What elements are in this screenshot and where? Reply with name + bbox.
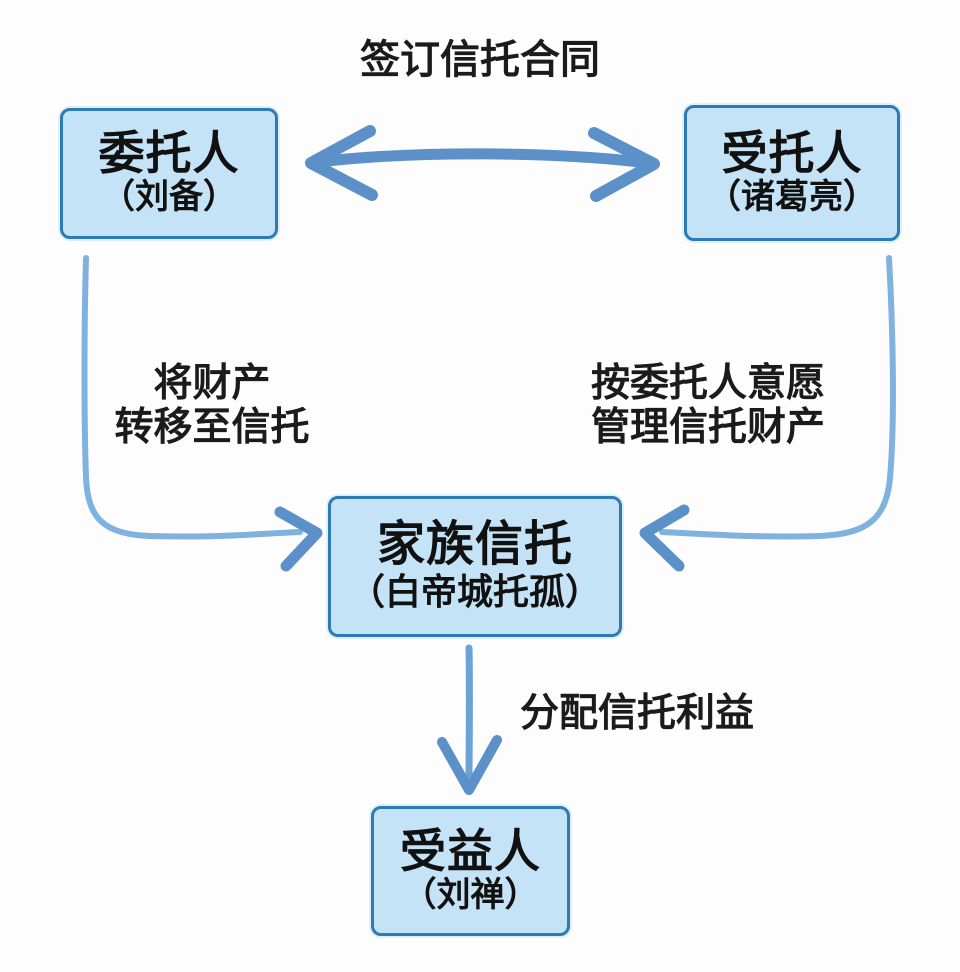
edge-label-transfer-line1: 将财产 — [153, 362, 271, 405]
node-settlor-title: 委托人 — [98, 127, 240, 180]
node-family-trust[interactable]: 家族信托 （白帝城托孤） — [328, 496, 622, 637]
edge-label-transfer: 将财产 转移至信托 — [62, 362, 362, 449]
node-family-trust-title: 家族信托 — [376, 518, 573, 572]
edge-label-contract: 签订信托合同 — [360, 38, 600, 82]
edge-label-distribute: 分配信托利益 — [520, 692, 755, 735]
edge-label-transfer-line2: 转移至信托 — [114, 405, 310, 449]
edge-label-manage-line1: 按委托人意愿 — [590, 362, 825, 405]
node-settlor[interactable]: 委托人 （刘备） — [60, 108, 278, 239]
node-trustee-subtitle: （诸葛亮） — [707, 177, 877, 216]
node-trustee[interactable]: 受托人 （诸葛亮） — [684, 105, 900, 241]
arrow-distribute-to-beneficiary — [437, 644, 502, 795]
node-family-trust-subtitle: （白帝城托孤） — [348, 571, 601, 613]
node-beneficiary-title: 受益人 — [400, 824, 541, 877]
arrow-contract-bidirectional — [305, 125, 660, 202]
node-settlor-subtitle: （刘备） — [101, 178, 237, 217]
edge-label-manage: 按委托人意愿 管理信托财产 — [548, 362, 868, 449]
node-beneficiary-subtitle: （刘禅） — [402, 875, 539, 914]
node-beneficiary[interactable]: 受益人 （刘禅） — [371, 806, 570, 936]
edge-label-manage-line2: 管理信托财产 — [590, 405, 825, 449]
node-trustee-title: 受托人 — [721, 126, 863, 179]
